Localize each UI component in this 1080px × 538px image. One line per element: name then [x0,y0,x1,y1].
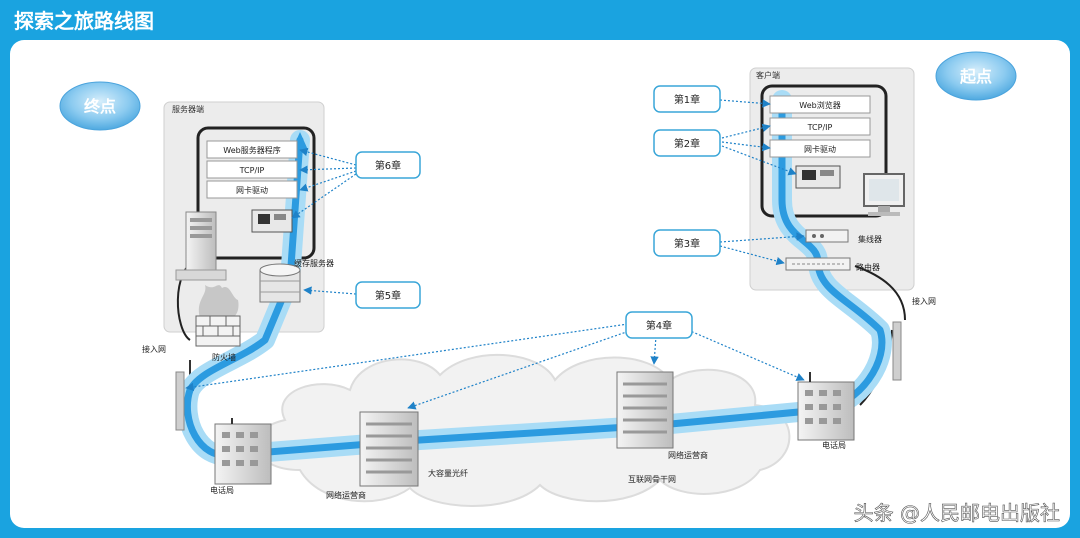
hub-label: 集线器 [858,234,882,244]
client-stack-label-2: 网卡驱动 [804,144,836,154]
isp-left-building-icon [359,411,419,487]
callout-ch1-label: 第1章 [674,93,700,106]
isp-right-building-icon [616,371,674,449]
chapter-pointers [185,99,805,410]
left-access-label: 接入网 [142,344,166,354]
left-access-pole-icon [175,371,185,431]
router-icon [785,257,851,271]
callout-ch3-label: 第3章 [674,237,700,250]
cache-server-label: 缓存服务器 [294,258,334,268]
backbone-label: 互联网骨干网 [628,475,676,484]
callout-ch1: 第1章 [653,85,721,113]
server-panel-label: 服务器端 [172,104,204,114]
callout-ch5: 第5章 [355,281,421,309]
server-computer-frame [196,126,316,260]
isp-left-label: 网络运营商 [326,490,366,500]
firewall-icon [195,285,241,347]
right-access-label: 接入网 [912,296,936,306]
right-access-pole-icon [892,321,902,381]
firewall-label: 防火墙 [212,352,236,362]
hub-icon [805,229,849,243]
watermark: 头条 @人民邮电出版社 [854,501,1060,525]
callout-ch6-label: 第6章 [375,159,401,172]
server-stack-box-1 [206,160,298,179]
end-badge: 终点 [59,81,141,131]
client-panel-label: 客户端 [756,70,780,80]
router-label: 路由器 [856,262,880,272]
fiber-label: 大容量光纤 [428,468,468,478]
server-tower-icon [175,211,227,281]
isp-right-label: 网络运营商 [668,450,708,460]
end-badge-label: 终点 [84,97,116,116]
server-stack-label-0: Web服务器程序 [223,145,280,155]
server-nic-icon [251,209,293,233]
callout-ch4-label: 第4章 [646,319,672,332]
start-badge-label: 起点 [959,67,992,86]
callout-ch5-label: 第5章 [375,289,401,302]
client-stack-label-1: TCP/IP [807,123,833,132]
phone-office-left-icon [214,418,272,485]
server-stack-box-0 [206,140,298,159]
server-stack-label-1: TCP/IP [239,166,265,175]
client-cable [854,265,906,321]
phone-office-right-label: 电话局 [822,440,846,450]
callout-ch6: 第6章 [355,151,421,179]
monitor-icon [863,173,905,216]
callout-ch3: 第3章 [653,229,721,257]
client-stack-label-0: Web浏览器 [799,100,840,110]
callout-ch2: 第2章 [653,129,721,157]
callout-ch2-label: 第2章 [674,137,700,150]
phone-office-right-icon [797,372,855,441]
cache-server-icon [259,263,301,303]
phone-office-left-label: 电话局 [210,485,234,495]
page-title: 探索之旅路线图 [14,9,154,33]
start-badge: 起点 [935,51,1017,101]
server-stack-box-2 [206,180,298,199]
server-stack-label-2: 网卡驱动 [236,185,268,195]
callout-ch4: 第4章 [625,311,693,339]
client-nic-icon [795,165,841,189]
